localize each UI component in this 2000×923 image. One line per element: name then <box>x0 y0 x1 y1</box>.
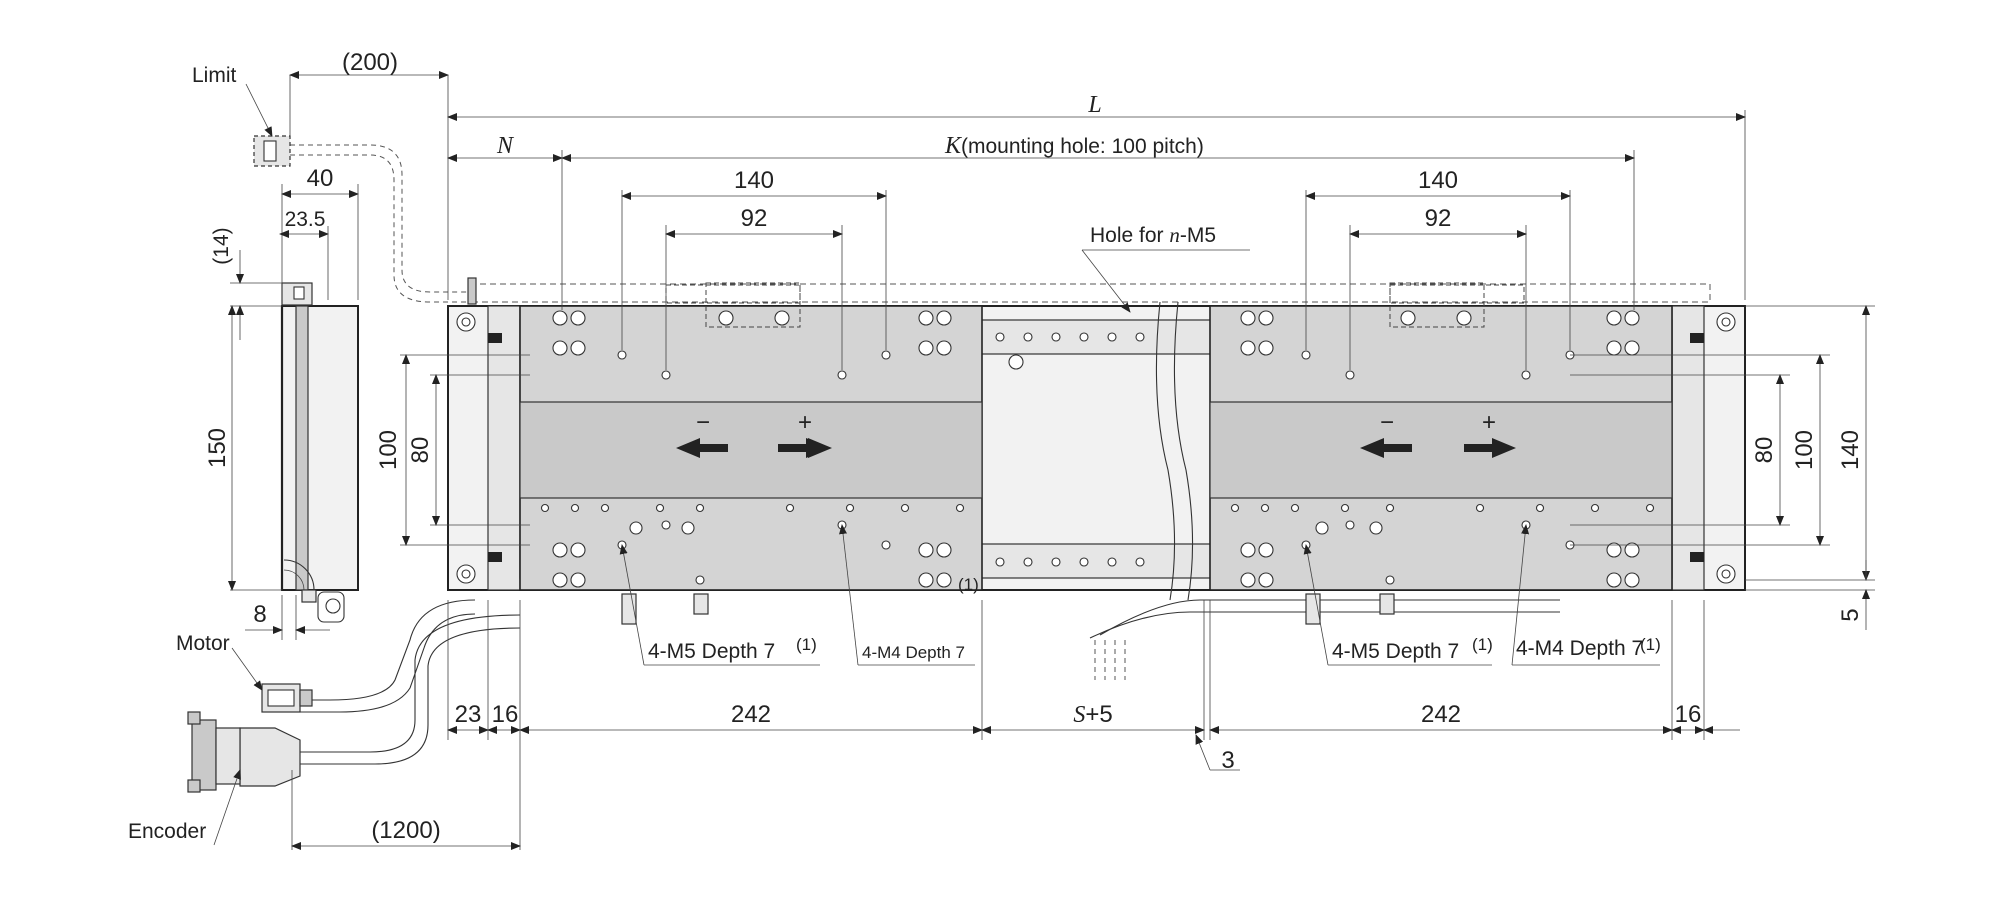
dim-bottom-16-left: 16 <box>492 701 519 728</box>
dim-right-5: 5 <box>1837 608 1864 621</box>
motor-label: Motor <box>176 632 230 655</box>
dim-k-letter: K <box>944 133 963 159</box>
dim-k-desc: (mounting hole: 100 pitch) <box>961 135 1204 158</box>
dim-l: L <box>1087 92 1101 118</box>
dim-side-foot: 8 <box>253 601 266 628</box>
dim-right-100: 100 <box>1791 430 1818 470</box>
dim-s-plus-5: S+5 <box>1073 701 1112 728</box>
dim-cable-1200: (1200) <box>371 817 440 844</box>
callout-m4-right: 4-M4 Depth 7 <box>1516 637 1643 660</box>
annotations: Limit Motor Encoder (200) L N K(mounting… <box>128 49 1864 844</box>
right-plus-sign: + <box>1482 409 1496 436</box>
callout-m5-right: 4-M5 Depth 7 <box>1332 640 1459 663</box>
dim-cable-limit: (200) <box>342 49 398 76</box>
callout-m5-left: 4-M5 Depth 7 <box>648 640 775 663</box>
hole-label-m5: -M5 <box>1180 224 1216 247</box>
dim-side-height: 150 <box>204 428 231 468</box>
dim-right-92: 92 <box>1425 205 1452 232</box>
dim-side-width: 40 <box>307 165 334 192</box>
hole-label-n: n <box>1169 223 1180 247</box>
callout-m4-right-note: (1) <box>1640 635 1661 654</box>
dim-left-140: 140 <box>734 167 774 194</box>
dim-side-top: (14) <box>210 227 233 264</box>
dim-bottom-23: 23 <box>455 701 482 728</box>
hole-label: Hole for n-M5 <box>1090 223 1216 247</box>
right-carriage: − + <box>1209 282 1673 625</box>
dim-left-92: 92 <box>741 205 768 232</box>
dim-bottom-242-right: 242 <box>1421 701 1461 728</box>
dim-k: K(mounting hole: 100 pitch) <box>944 133 1204 159</box>
dim-s-suffix: +5 <box>1085 701 1112 728</box>
dim-right-80: 80 <box>1751 437 1778 464</box>
dim-left-100: 100 <box>375 430 402 470</box>
dim-right-140: 140 <box>1418 167 1458 194</box>
dim-bottom-242-left: 242 <box>731 701 771 728</box>
left-plus-sign: + <box>798 409 812 436</box>
dim-n: N <box>496 133 515 159</box>
dim-left-80: 80 <box>407 437 434 464</box>
dim-side-inner: 23.5 <box>285 208 326 231</box>
dim-s-letter: S <box>1073 702 1085 728</box>
dim-right-140-v: 140 <box>1837 430 1864 470</box>
side-view <box>280 282 359 623</box>
encoder-label: Encoder <box>128 820 206 843</box>
dim-bottom-16-right: 16 <box>1675 701 1702 728</box>
callout-m4-left: 4-M4 Depth 7 <box>862 643 965 662</box>
dimension-lines <box>213 71 1875 850</box>
callout-m4-left-note: (1) <box>958 575 979 594</box>
left-minus-sign: − <box>696 409 710 436</box>
callout-m5-right-note: (1) <box>1472 635 1493 654</box>
hole-label-prefix: Hole for <box>1090 224 1169 247</box>
right-minus-sign: − <box>1380 409 1394 436</box>
callout-m5-left-note: (1) <box>796 635 817 654</box>
left-carriage: − + <box>519 282 983 625</box>
dim-bottom-3: 3 <box>1221 747 1234 774</box>
limit-label: Limit <box>192 64 237 87</box>
